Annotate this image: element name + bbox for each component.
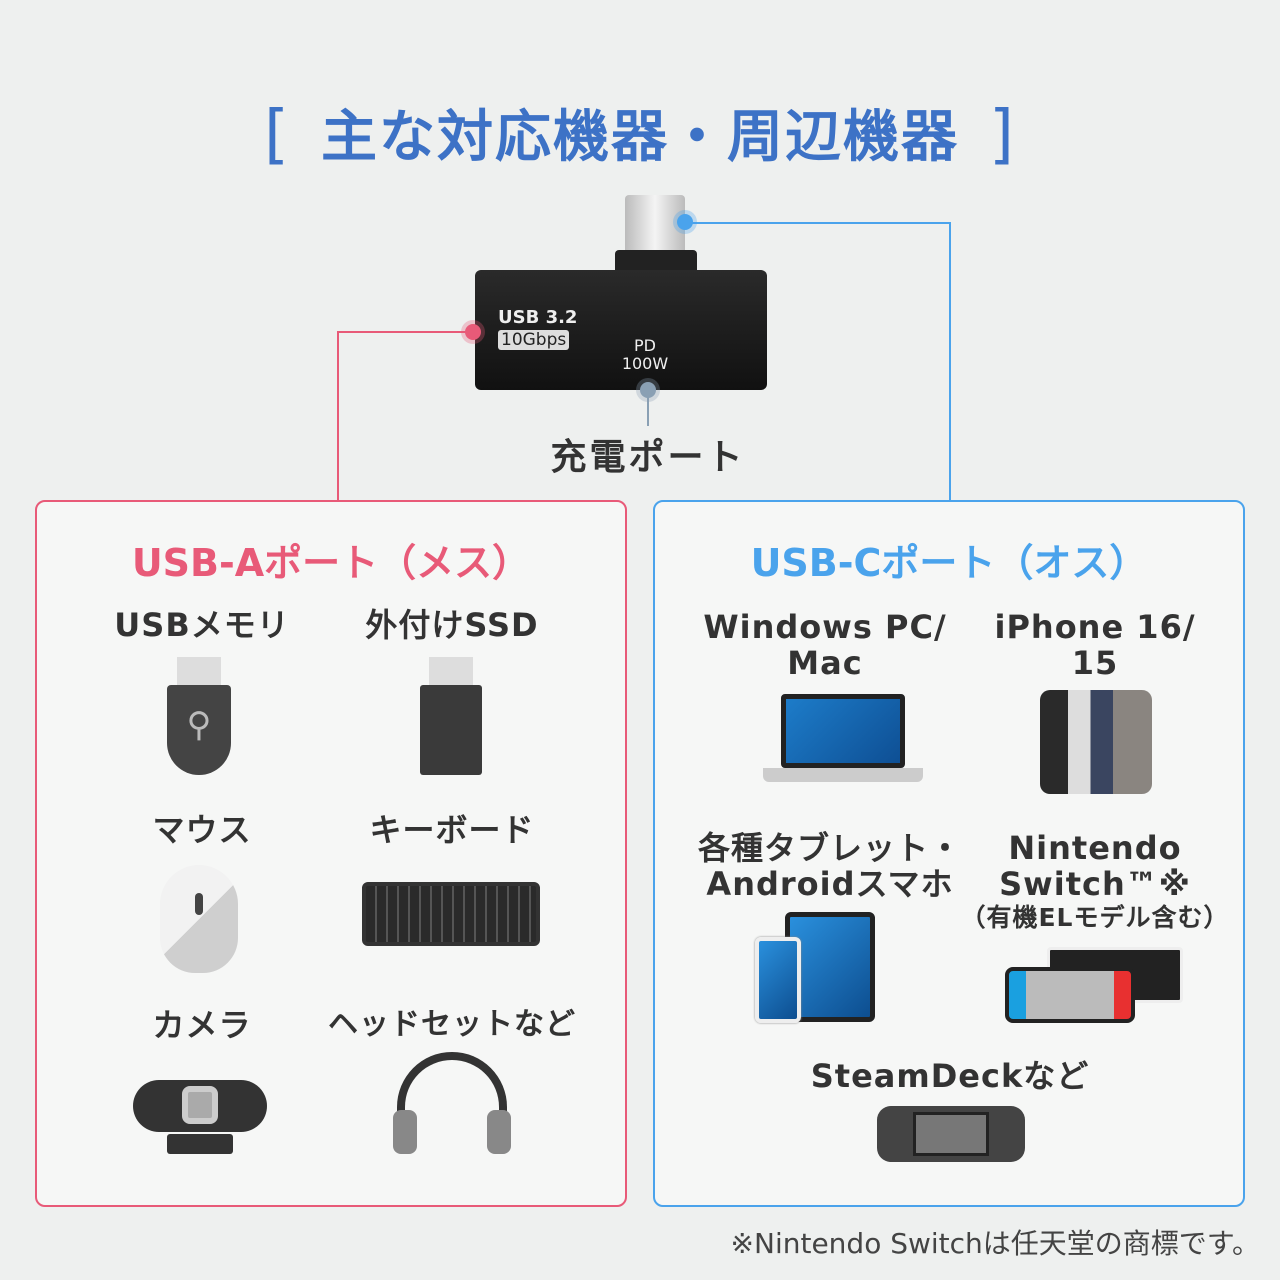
usb-a-port-marker (465, 324, 481, 340)
usb-c-connector-line (685, 222, 951, 224)
tablet-android-label: 各種タブレット・ Androidスマホ (697, 829, 962, 903)
mouse-icon (160, 865, 238, 973)
usb-c-connector-line-vertical (949, 222, 951, 501)
windows-mac-label: Windows PC/ Mac (703, 608, 947, 682)
iphone-icon (1040, 690, 1152, 794)
usb-a-panel: USB-Aポート（メス） USBメモリ 外付けSSD マウス キーボード カメラ… (35, 500, 627, 1207)
usb-a-connector-line (337, 331, 473, 333)
camera-label: カメラ (152, 1006, 252, 1044)
steamdeck-icon (877, 1106, 1025, 1162)
steamdeck-label: SteamDeckなど (810, 1057, 1090, 1095)
usb-c-port-marker (677, 214, 693, 230)
charge-port-marker (640, 382, 656, 398)
laptop-icon (763, 694, 923, 782)
usb-memory-label: USBメモリ (114, 606, 290, 644)
usb-memory-icon: ⚲ (167, 657, 231, 775)
headset-label: ヘッドセットなど (328, 1007, 576, 1042)
webcam-icon (133, 1080, 267, 1132)
iphone-label: iPhone 16/ 15 (994, 608, 1196, 682)
keyboard-icon (362, 882, 540, 946)
mouse-label: マウス (152, 811, 252, 849)
switch-oled-note: （有機ELモデル含む） (960, 903, 1230, 932)
external-ssd-icon (420, 657, 482, 775)
usb-a-heading: USB-Aポート（メス） (131, 541, 531, 585)
charge-port-line (647, 390, 649, 426)
nintendo-switch-icon (1005, 947, 1185, 1027)
headset-icon (393, 1052, 511, 1154)
external-ssd-label: 外付けSSD (365, 606, 539, 644)
usb-a-connector-line-vertical (337, 331, 339, 501)
page-title: [主な対応機器・周辺機器] (264, 98, 1016, 172)
smartphone-icon (755, 937, 801, 1023)
charge-port-label: 充電ポート (550, 437, 746, 478)
nintendo-switch-label: Nintendo Switch™※ (999, 829, 1191, 903)
footnote: ※Nintendo Switchは任天堂の商標です。 (730, 1227, 1260, 1260)
webcam-stand-icon (167, 1134, 233, 1154)
usb-c-panel: USB-Cポート（オス） Windows PC/ Mac iPhone 16/ … (653, 500, 1245, 1207)
usb-c-heading: USB-Cポート（オス） (750, 541, 1148, 585)
keyboard-label: キーボード (369, 811, 535, 849)
